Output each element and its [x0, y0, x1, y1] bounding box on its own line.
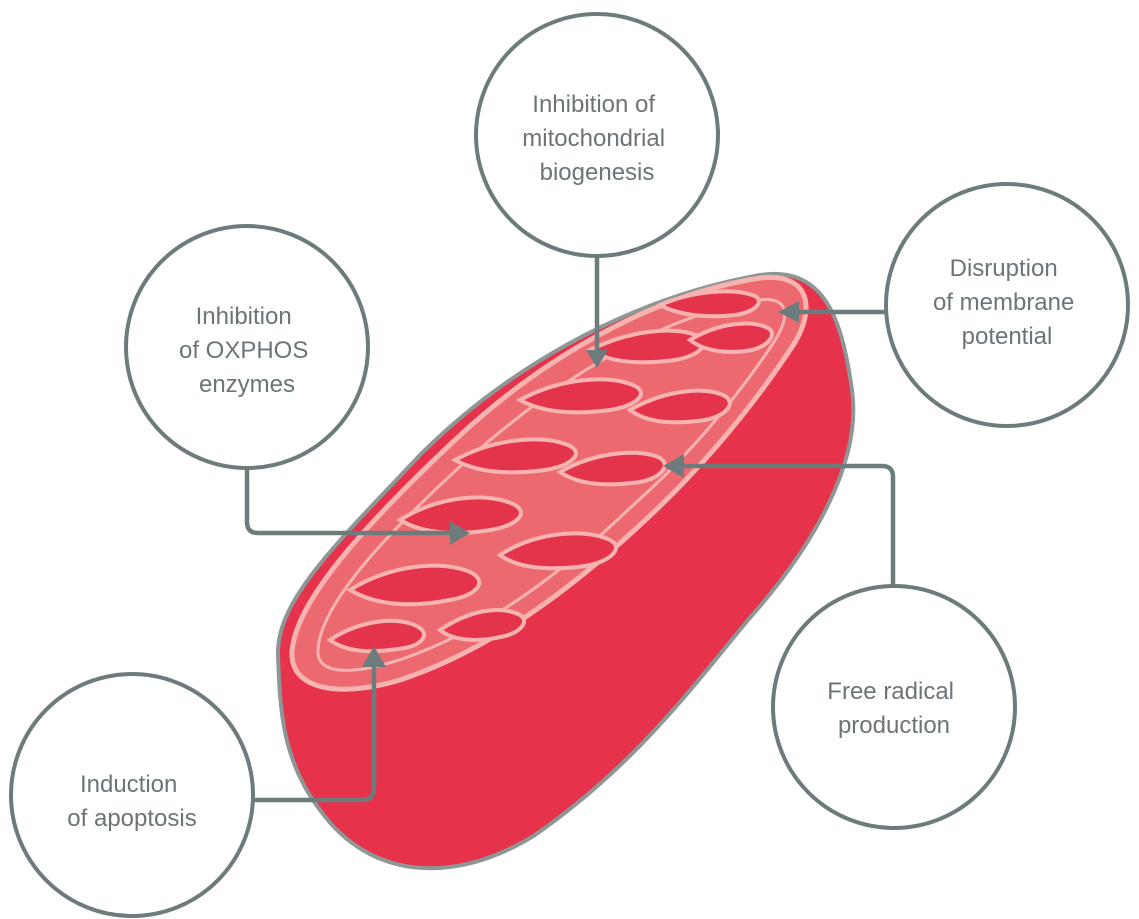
callout-line: Inhibition [196, 303, 292, 330]
callout-line: Free radical [827, 678, 954, 705]
callout-line: of OXPHOS [179, 337, 308, 364]
callout-apoptosis: Induction of apoptosis [11, 674, 253, 916]
callout-line: of membrane [933, 289, 1074, 316]
callout-line: Disruption [950, 255, 1058, 282]
callout-line: Induction [80, 771, 177, 798]
callout-line: of apoptosis [67, 805, 196, 832]
callout-line: biogenesis [540, 159, 655, 186]
callout-bubble [773, 586, 1015, 828]
callout-label: Inhibition of mitochondrial biogenesis [522, 91, 671, 186]
callout-label: Inhibition of OXPHOS enzymes [179, 303, 315, 398]
callout-oxphos: Inhibition of OXPHOS enzymes [126, 226, 368, 468]
callout-line: mitochondrial [522, 125, 665, 152]
callout-membrane: Disruption of membrane potential [886, 184, 1128, 426]
callout-radical: Free radical production [773, 586, 1015, 828]
callout-line: Inhibition of [532, 91, 655, 118]
callout-line: potential [962, 323, 1053, 350]
callout-biogenesis: Inhibition of mitochondrial biogenesis [476, 14, 718, 256]
callout-line: enzymes [199, 371, 295, 398]
callout-line: production [838, 712, 950, 739]
